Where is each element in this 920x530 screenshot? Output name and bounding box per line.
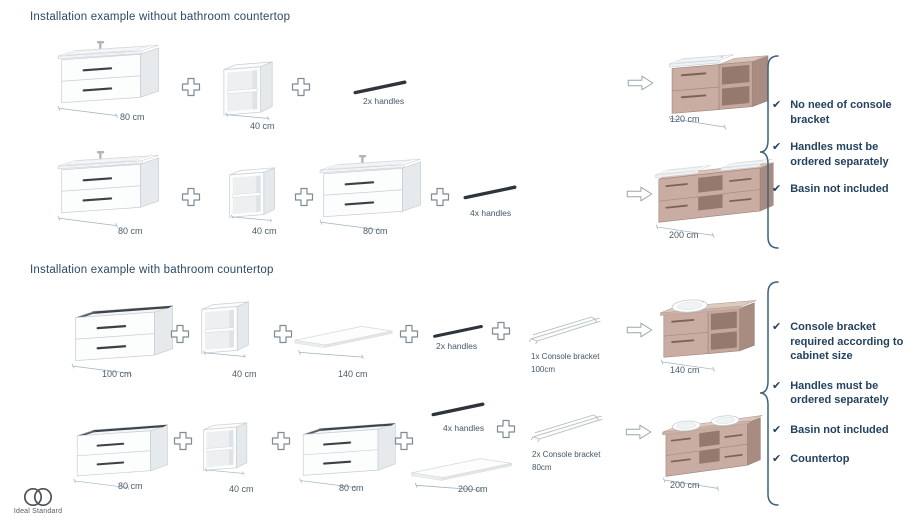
- note-text: Handles must be ordered separately: [790, 141, 889, 168]
- note-item: ✔ No need of console bracket: [772, 98, 914, 127]
- note-text: Countertop: [790, 453, 850, 466]
- countertop-140-icon: [292, 318, 396, 359]
- section2-title: Installation example with bathroom count…: [30, 264, 274, 276]
- console-bracket-icon: [526, 408, 606, 446]
- arrow-right-icon: [625, 320, 655, 340]
- dim-label: 120 cm: [670, 114, 700, 124]
- note-item: ✔ Countertop: [772, 452, 914, 467]
- console-bracket-icon: [524, 310, 604, 348]
- dim-label: 140 cm: [670, 365, 700, 375]
- dim-label: 40 cm: [229, 484, 254, 494]
- handle-bar-icon: [428, 322, 488, 340]
- dim-label: 80 cm: [118, 481, 143, 491]
- dim-label: 80 cm: [120, 112, 145, 122]
- note-item: ✔ Console bracket required according to …: [772, 320, 914, 364]
- plus-icon: [496, 419, 516, 439]
- open-cabinet-100-icon: [70, 292, 182, 378]
- vanity-basin-80-icon: [318, 150, 430, 236]
- dim-label: 40 cm: [252, 226, 277, 236]
- plus-icon: [170, 324, 190, 344]
- plus-icon: [394, 431, 414, 451]
- bracket-size-label: 80cm: [532, 463, 552, 472]
- check-icon: ✔: [772, 99, 782, 111]
- vanity-basin-80-icon: [56, 146, 168, 232]
- shelf-cube-40-icon: [226, 164, 280, 222]
- dim-label: 140 cm: [338, 369, 368, 379]
- check-icon: ✔: [772, 379, 782, 392]
- note-text: Console bracket required according to ca…: [790, 321, 904, 363]
- dim-label: 40 cm: [232, 369, 257, 379]
- dim-label: 80 cm: [339, 483, 364, 493]
- handles-label: 4x handles: [443, 423, 485, 433]
- handle-bar-icon: [348, 77, 412, 97]
- ideal-standard-logo-icon: [23, 487, 53, 507]
- bracket-label: 2x Console bracket: [532, 450, 601, 459]
- note-text: Basin not included: [790, 423, 889, 436]
- assembled-unit-140-icon: [660, 288, 760, 373]
- note-text: Basin not included: [790, 183, 889, 196]
- note-text: No need of console bracket: [790, 99, 892, 126]
- note-item: ✔ Handles must be ordered separately: [772, 140, 914, 169]
- brace: [759, 55, 779, 249]
- check-icon: ✔: [772, 453, 782, 466]
- dim-label: 100 cm: [102, 369, 132, 379]
- note-text: Handles must be ordered separately: [790, 379, 889, 407]
- dim-label: 200 cm: [458, 484, 488, 494]
- shelf-cube-40-icon: [200, 419, 252, 475]
- arrow-right-icon: [626, 73, 656, 93]
- plus-icon: [271, 431, 291, 451]
- shelf-cube-40-icon: [220, 58, 278, 120]
- dim-label: 40 cm: [250, 121, 275, 131]
- bracket-label: 1x Console bracket: [531, 352, 600, 361]
- check-icon: ✔: [772, 423, 782, 436]
- dim-label: 200 cm: [669, 230, 699, 240]
- handles-label: 2x handles: [436, 341, 478, 351]
- plus-icon: [294, 187, 314, 207]
- dim-label: 80 cm: [363, 226, 388, 236]
- handle-bar-icon: [458, 182, 522, 202]
- shelf-cube-40-icon: [198, 298, 254, 358]
- plus-icon: [181, 77, 201, 97]
- section2-notes: ✔ Console bracket required according to …: [772, 320, 914, 467]
- bracket-size-label: 100cm: [531, 365, 556, 374]
- handles-label: 2x handles: [363, 96, 405, 106]
- check-icon: ✔: [772, 183, 782, 196]
- plus-icon: [273, 324, 293, 344]
- arrow-right-icon: [624, 422, 654, 442]
- check-icon: ✔: [772, 321, 782, 333]
- section1-notes: ✔ No need of console bracket ✔ Handles m…: [772, 98, 914, 197]
- note-item: ✔ Basin not included: [772, 423, 914, 438]
- note-item: ✔ Handles must be ordered separately: [772, 379, 914, 408]
- plus-icon: [430, 187, 450, 207]
- check-icon: ✔: [772, 141, 782, 154]
- plus-icon: [181, 187, 201, 207]
- plus-icon: [291, 77, 311, 97]
- brace: [759, 281, 779, 506]
- open-cabinet-80-icon: [298, 410, 404, 492]
- dim-label: 200 cm: [670, 480, 700, 490]
- handle-bar-icon: [426, 399, 490, 419]
- dim-label: 80 cm: [118, 226, 143, 236]
- plus-icon: [399, 324, 419, 344]
- section1-title: Installation example without bathroom co…: [30, 11, 291, 23]
- brand-logo: Ideal Standard: [6, 486, 70, 515]
- plus-icon: [491, 321, 511, 341]
- plus-icon: [173, 431, 193, 451]
- handles-label: 4x handles: [470, 208, 512, 218]
- note-item: ✔ Basin not included: [772, 182, 914, 197]
- vanity-basin-80-icon: [56, 36, 168, 122]
- arrow-right-icon: [625, 184, 655, 204]
- brand-name: Ideal Standard: [13, 508, 63, 515]
- open-cabinet-80-icon: [72, 412, 176, 492]
